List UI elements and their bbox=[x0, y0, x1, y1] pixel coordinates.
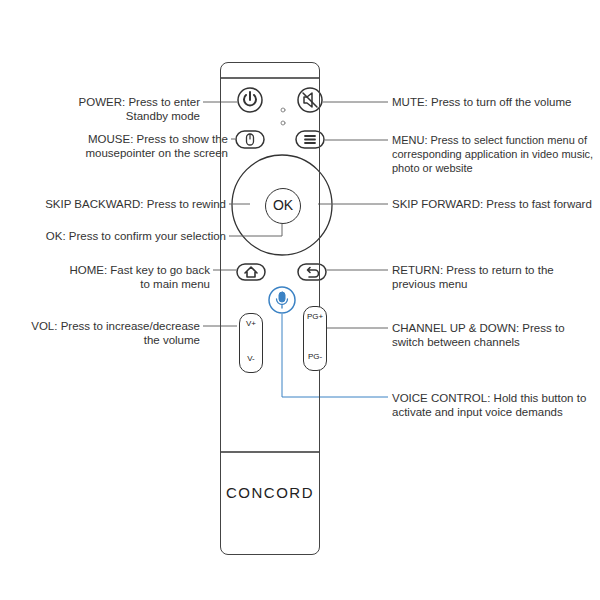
callout-label: VOICE CONTROL: Hold this button to activ… bbox=[392, 391, 592, 419]
indicator-dot bbox=[281, 108, 285, 112]
callout-label: OK: Press to confirm your selection bbox=[11, 229, 226, 243]
home-icon bbox=[245, 267, 257, 277]
power-button bbox=[238, 88, 262, 112]
leader-line bbox=[327, 270, 388, 271]
voice-button bbox=[269, 287, 295, 313]
callout-label: CHANNEL UP & DOWN: Press to switch betwe… bbox=[392, 321, 577, 349]
mouse-icon bbox=[247, 134, 254, 145]
return-icon bbox=[308, 268, 319, 278]
volume-rocker: V+ V- bbox=[239, 313, 263, 373]
leader-line bbox=[229, 224, 282, 236]
button-text: CONCORD bbox=[221, 485, 319, 502]
bottom-band bbox=[221, 451, 319, 453]
menu-icon bbox=[305, 139, 315, 141]
leader-lines bbox=[203, 102, 388, 397]
leader-line bbox=[318, 204, 388, 205]
leader-line bbox=[231, 139, 235, 140]
mic-stand bbox=[277, 299, 288, 308]
ok-button: OK bbox=[265, 188, 301, 224]
return-button bbox=[298, 264, 326, 280]
button-text: V+ bbox=[240, 320, 262, 329]
callout-label: MUTE: Press to turn off the volume bbox=[392, 95, 596, 109]
callout-label: SKIP BACKWARD: Press to rewind bbox=[21, 197, 226, 211]
remote-body: CONCORDOKV+V-PG+PG- bbox=[220, 62, 320, 555]
mouse-icon-line bbox=[249, 134, 250, 139]
navigation-ring bbox=[232, 155, 332, 255]
indicator-dot bbox=[281, 121, 285, 125]
callout-label: RETURN: Press to return to the previous … bbox=[392, 263, 582, 291]
menu-icon bbox=[305, 135, 315, 137]
leader-line bbox=[229, 204, 250, 205]
callout-label: MENU: Press to select function menu of c… bbox=[392, 133, 596, 175]
home-button bbox=[237, 264, 265, 280]
callout-label: MOUSE: Press to show the mousepointer on… bbox=[43, 132, 228, 160]
button-text: OK bbox=[266, 198, 300, 213]
leader-line bbox=[213, 270, 236, 271]
mouse-button bbox=[236, 131, 264, 148]
leader-line bbox=[323, 102, 388, 103]
mic-icon bbox=[279, 292, 285, 302]
top-band bbox=[221, 77, 319, 79]
button-text: V- bbox=[240, 355, 262, 364]
leader-line bbox=[327, 328, 388, 329]
channel-rocker: PG+ PG- bbox=[303, 306, 327, 371]
leader-line bbox=[282, 314, 388, 397]
menu-icon bbox=[305, 142, 315, 144]
mute-button bbox=[298, 88, 322, 112]
power-icon-bar bbox=[249, 92, 251, 100]
mute-cross bbox=[303, 93, 317, 107]
callout-label: VOL: Press to increase/decrease the volu… bbox=[25, 319, 200, 347]
callout-label: SKIP FORWARD: Press to fast forward bbox=[392, 197, 596, 211]
callout-label: HOME: Fast key to go back to main menu bbox=[60, 263, 210, 291]
leader-line bbox=[325, 140, 388, 141]
button-text: PG- bbox=[304, 353, 326, 362]
callout-label: POWER: Press to enter Standby mode bbox=[50, 95, 200, 123]
button-text: PG+ bbox=[304, 313, 326, 322]
